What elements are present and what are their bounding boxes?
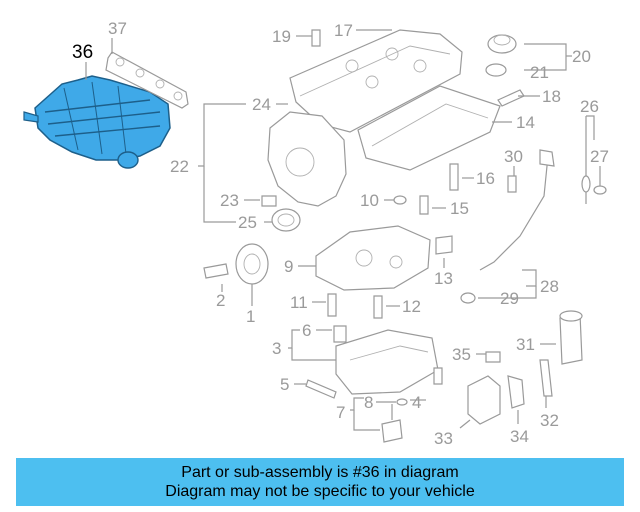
- washer-part-10[interactable]: [393, 195, 407, 205]
- callout-15: 15: [450, 199, 469, 218]
- callout-32: 32: [540, 411, 559, 430]
- callout-23: 23: [220, 191, 239, 210]
- banner-line-2: Diagram may not be specific to your vehi…: [165, 483, 475, 500]
- bolt-part-19[interactable]: [311, 29, 321, 47]
- oil-pan-lower-part-3[interactable]: [335, 329, 439, 395]
- intake-manifold-part-36[interactable]: [23, 75, 171, 169]
- callout-33: 33: [434, 429, 453, 448]
- callout-5: 5: [280, 375, 289, 394]
- seal-part-21[interactable]: [485, 63, 507, 77]
- bolt-part-11[interactable]: [327, 293, 337, 317]
- callout-11: 11: [290, 293, 308, 312]
- bracket-part-34[interactable]: [507, 375, 525, 409]
- callout-6: 6: [302, 321, 311, 340]
- bolt-part-30[interactable]: [507, 175, 517, 193]
- dipstick-tube-part-28[interactable]: [479, 149, 555, 271]
- sensor-part-13[interactable]: [435, 235, 453, 255]
- cover-part-14[interactable]: [357, 85, 501, 171]
- callout-17: 17: [334, 21, 353, 40]
- bolt-part-15[interactable]: [419, 195, 429, 215]
- callout-31: 31: [516, 335, 535, 354]
- callout-12: 12: [402, 297, 421, 316]
- info-banner: Part or sub-assembly is #36 in diagram D…: [16, 458, 624, 506]
- banner-line-1: Part or sub-assembly is #36 in diagram: [181, 464, 459, 481]
- callout-labels: 36 37 19 17 20 21 18 14 24 22 23 25 26 3…: [72, 19, 609, 448]
- callout-20: 20: [572, 47, 591, 66]
- callout-34: 34: [510, 427, 529, 446]
- parts-diagram: 36 37 19 17 20 21 18 14 24 22 23 25 26 3…: [23, 19, 609, 448]
- cylinder-head-cover-part-17[interactable]: [289, 29, 463, 133]
- bolt-part-16[interactable]: [449, 163, 459, 191]
- washer-part-8[interactable]: [396, 398, 408, 406]
- callout-35: 35: [452, 345, 471, 364]
- seal-part-25[interactable]: [271, 208, 301, 232]
- callout-24: 24: [252, 95, 271, 114]
- callout-22: 22: [170, 157, 189, 176]
- leader-lines: [85, 29, 601, 431]
- callout-29: 29: [500, 289, 519, 308]
- callout-25: 25: [238, 213, 257, 232]
- callout-26: 26: [580, 97, 599, 116]
- callout-2: 2: [216, 291, 225, 310]
- callout-13: 13: [434, 269, 453, 288]
- bolt-part-2[interactable]: [203, 263, 229, 279]
- hose-part-18[interactable]: [497, 89, 525, 107]
- timing-cover-part-24[interactable]: [267, 111, 347, 207]
- callout-30: 30: [504, 147, 523, 166]
- callout-28: 28: [540, 277, 559, 296]
- callout-21: 21: [530, 63, 549, 82]
- bolt-part-5[interactable]: [305, 379, 337, 399]
- callout-10: 10: [360, 191, 379, 210]
- bolt-part-12[interactable]: [373, 295, 383, 319]
- callout-27: 27: [590, 147, 609, 166]
- plug-part-6[interactable]: [333, 325, 347, 343]
- callout-1: 1: [246, 307, 255, 326]
- callout-37: 37: [108, 19, 127, 38]
- oil-cooler-part-33[interactable]: [467, 375, 501, 425]
- callout-9: 9: [284, 257, 293, 276]
- pulley-part-1[interactable]: [235, 243, 269, 285]
- callout-8: 8: [364, 393, 373, 412]
- sensor-part-32[interactable]: [539, 359, 553, 397]
- callout-18: 18: [542, 87, 561, 106]
- oil-filter-part-31[interactable]: [559, 310, 583, 365]
- callout-4: 4: [412, 393, 421, 412]
- oil-pan-upper-part-9[interactable]: [315, 225, 431, 291]
- dipstick-part-26[interactable]: [581, 116, 591, 204]
- callout-19: 19: [272, 27, 291, 46]
- bolt-part-35[interactable]: [485, 351, 501, 363]
- callout-16: 16: [476, 169, 495, 188]
- bolt-part-23[interactable]: [261, 195, 277, 207]
- callout-3: 3: [272, 339, 281, 358]
- oil-filler-cap-part-20[interactable]: [487, 34, 517, 54]
- callout-7: 7: [336, 403, 345, 422]
- seal-part-27[interactable]: [593, 185, 607, 195]
- callout-36: 36: [72, 42, 93, 63]
- callout-14: 14: [516, 113, 535, 132]
- o-ring-part-29[interactable]: [460, 292, 476, 304]
- plug-part-7[interactable]: [381, 404, 403, 443]
- bolt-part-4[interactable]: [433, 367, 443, 385]
